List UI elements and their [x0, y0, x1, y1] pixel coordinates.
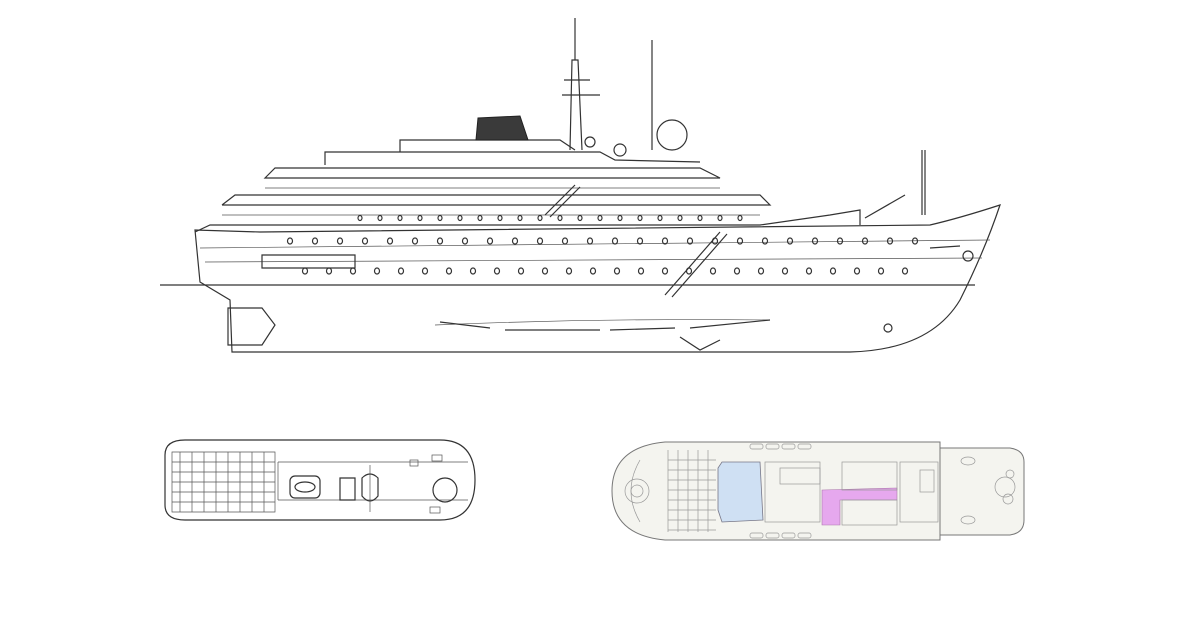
porthole: [589, 267, 597, 275]
porthole: [853, 267, 861, 275]
jacuzzi: [289, 475, 321, 499]
porthole: [686, 237, 694, 245]
porthole: [421, 267, 429, 275]
porthole: [636, 237, 644, 245]
porthole: [357, 214, 363, 222]
porthole: [386, 237, 394, 245]
porthole: [311, 237, 319, 245]
porthole: [613, 267, 621, 275]
deck-2: [221, 194, 772, 206]
porthole: [617, 214, 623, 222]
porthole: [717, 214, 723, 222]
porthole: [877, 267, 885, 275]
porthole: [805, 267, 813, 275]
porthole: [781, 267, 789, 275]
porthole: [361, 237, 369, 245]
gym-area: [717, 461, 764, 523]
porthole: [661, 237, 669, 245]
funnel: [475, 115, 529, 141]
deck-1: [194, 209, 861, 233]
porthole: [736, 237, 744, 245]
porthole: [497, 214, 503, 222]
deck-4: [324, 151, 701, 165]
porthole: [477, 214, 483, 222]
porthole: [486, 237, 494, 245]
porthole: [757, 267, 765, 275]
tenders: [749, 443, 812, 539]
helipad-circle: [432, 477, 458, 503]
porthole: [761, 237, 769, 245]
porthole: [657, 214, 663, 222]
porthole: [437, 214, 443, 222]
porthole: [541, 267, 549, 275]
deck-3: [263, 167, 721, 179]
porthole: [685, 267, 693, 275]
porthole: [709, 267, 717, 275]
porthole: [411, 237, 419, 245]
porthole: [829, 267, 837, 275]
porthole: [836, 237, 844, 245]
porthole: [537, 214, 543, 222]
porthole: [493, 267, 501, 275]
rudder: [227, 307, 276, 346]
porthole: [511, 237, 519, 245]
upper-deck-plan: [164, 439, 476, 521]
radome: [656, 119, 688, 151]
porthole: [336, 237, 344, 245]
porthole: [461, 237, 469, 245]
porthole: [733, 267, 741, 275]
porthole: [349, 267, 357, 275]
porthole: [377, 214, 383, 222]
porthole: [301, 267, 309, 275]
porthole: [911, 237, 919, 245]
porthole: [786, 237, 794, 245]
porthole: [517, 214, 523, 222]
porthole: [561, 237, 569, 245]
main-deck-plan: [611, 441, 1025, 541]
porthole: [661, 267, 669, 275]
main-mast: [569, 59, 583, 151]
porthole: [445, 267, 453, 275]
porthole: [611, 237, 619, 245]
porthole: [886, 237, 894, 245]
porthole: [637, 214, 643, 222]
porthole: [577, 214, 583, 222]
porthole: [557, 214, 563, 222]
porthole: [811, 237, 819, 245]
sundeck-grid: [172, 452, 275, 512]
porthole: [597, 214, 603, 222]
porthole: [565, 267, 573, 275]
aft-deck-grid: [667, 450, 716, 532]
porthole: [436, 237, 444, 245]
porthole: [536, 237, 544, 245]
porthole: [517, 267, 525, 275]
porthole: [286, 237, 294, 245]
gangway: [664, 231, 728, 298]
hull-outline: [194, 204, 1001, 353]
porthole: [677, 214, 683, 222]
porthole: [711, 237, 719, 245]
porthole: [397, 267, 405, 275]
porthole: [325, 267, 333, 275]
porthole: [373, 267, 381, 275]
porthole: [637, 267, 645, 275]
porthole: [861, 237, 869, 245]
porthole: [586, 237, 594, 245]
portholes: [286, 214, 919, 275]
porthole: [697, 214, 703, 222]
porthole: [901, 267, 909, 275]
side-profile: [160, 18, 1001, 353]
porthole: [737, 214, 743, 222]
porthole: [397, 214, 403, 222]
porthole: [469, 267, 477, 275]
porthole: [417, 214, 423, 222]
porthole: [457, 214, 463, 222]
